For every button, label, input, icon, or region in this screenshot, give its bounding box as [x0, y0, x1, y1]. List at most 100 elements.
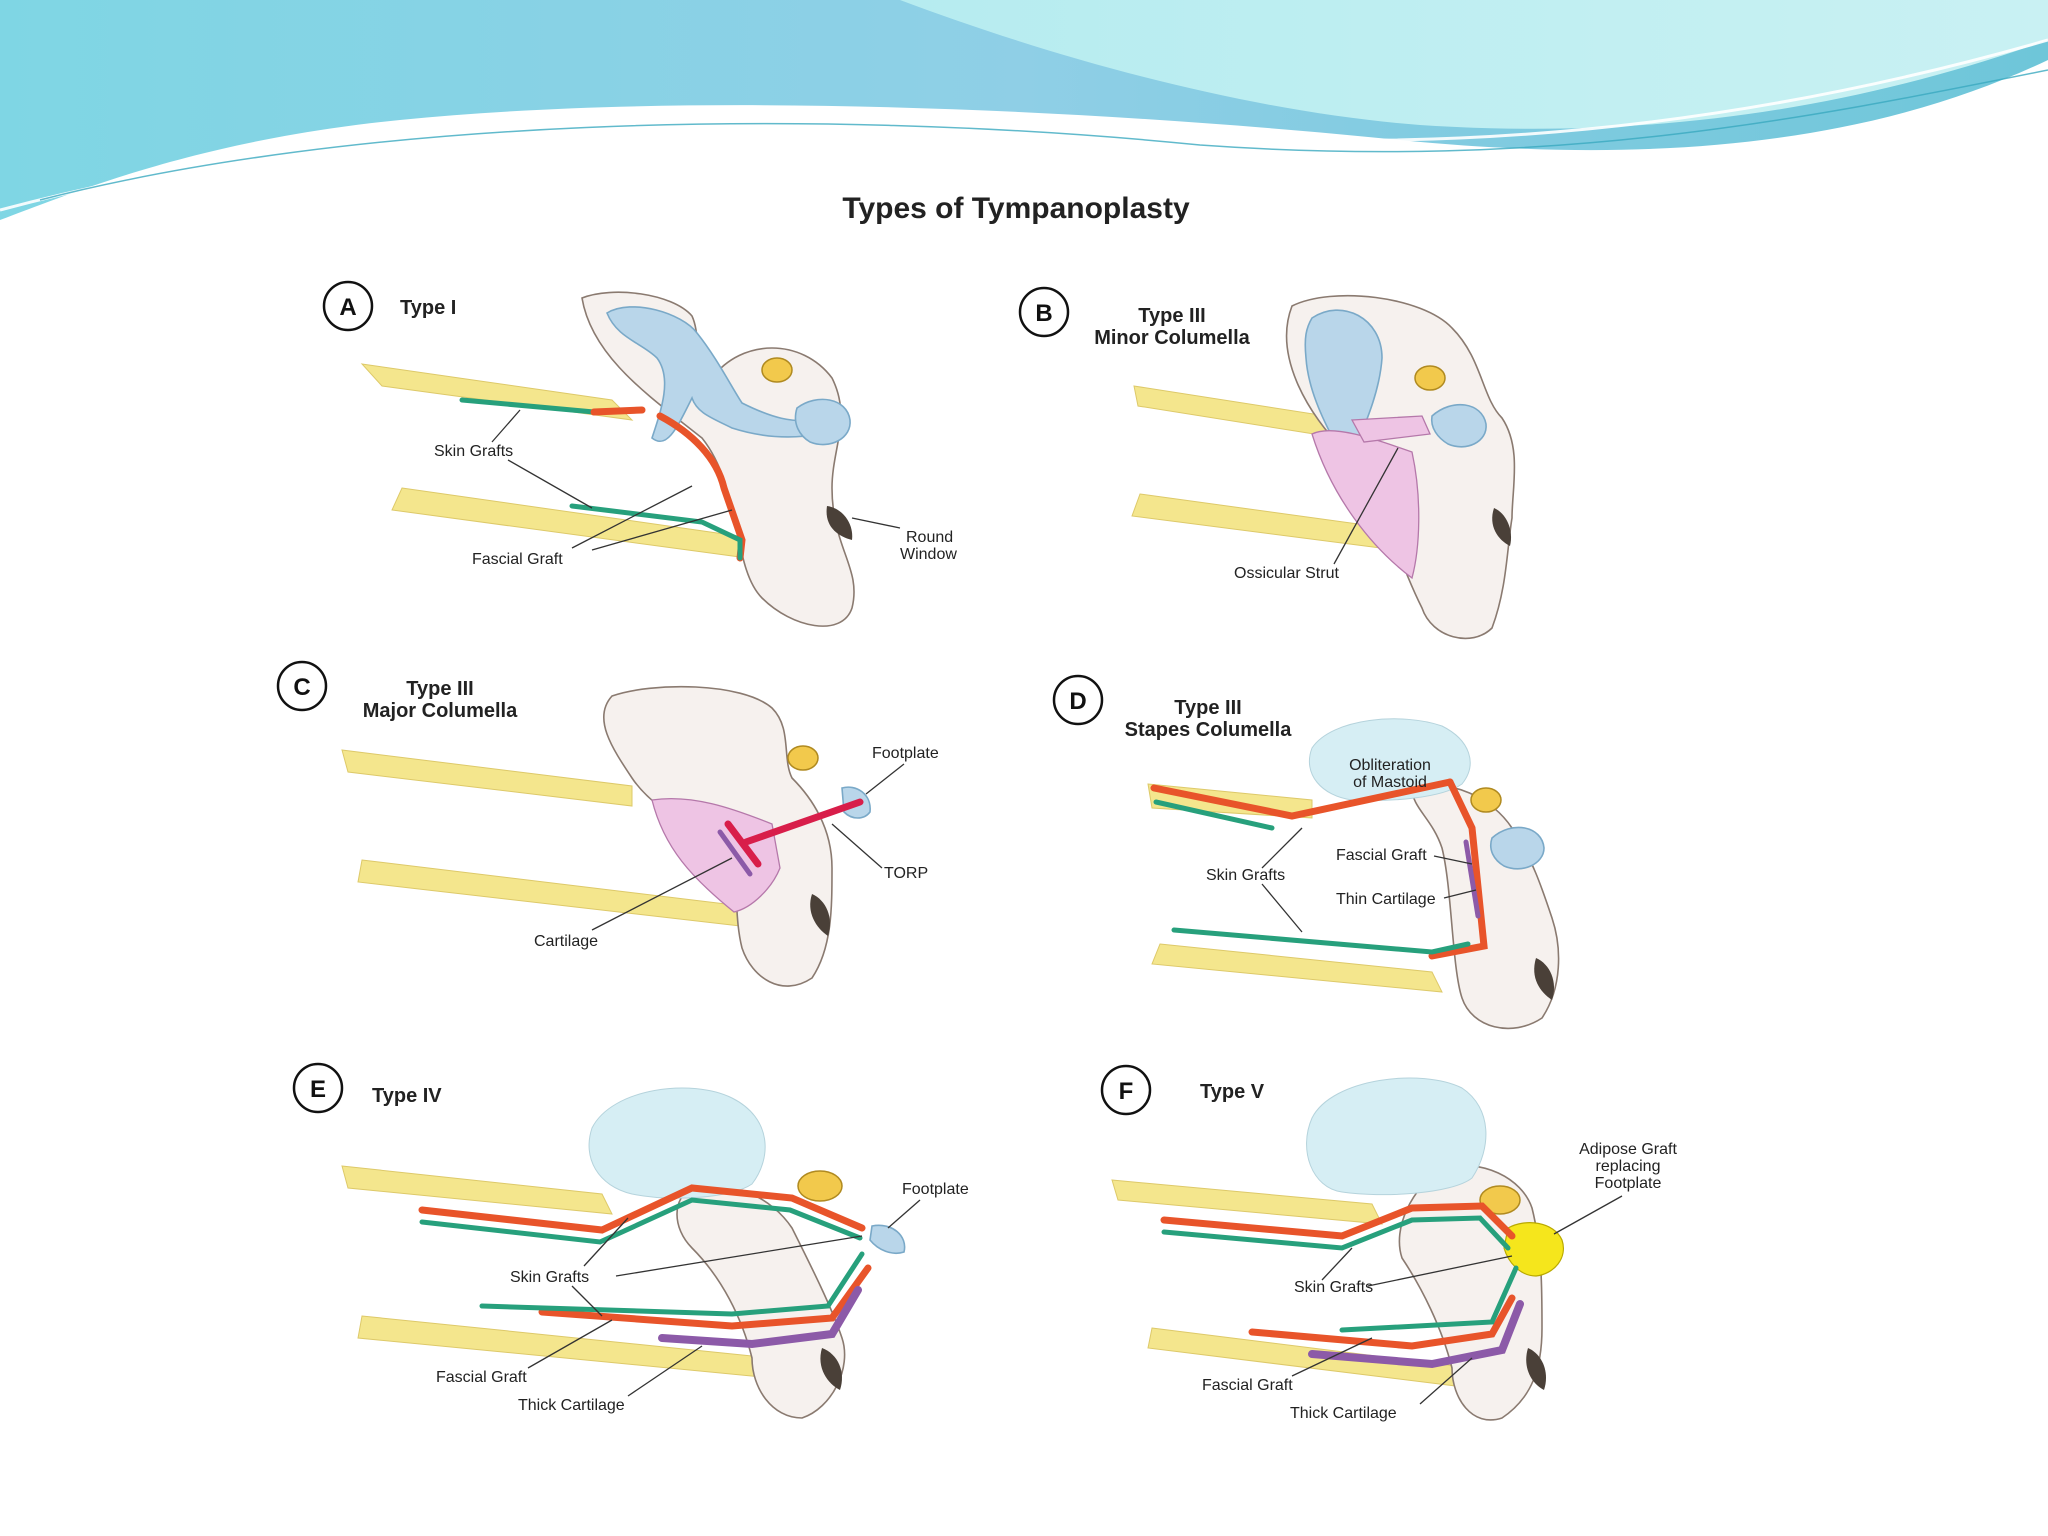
panel-a-label-window: Window [900, 546, 957, 563]
panel-b-letter: B [1035, 300, 1052, 327]
panel-d-label-fascial-graft: Fascial Graft [1336, 847, 1427, 864]
panel-a-round-window-shadow [826, 506, 853, 540]
panel-a-fascial-graft [656, 412, 746, 562]
panel-a-leader-round-window [851, 517, 901, 529]
panel-c-oval-window [787, 745, 819, 771]
panel-f-thick-cartilage [1308, 1300, 1524, 1369]
panel-f: F Type V Adipose Graft replacing Footpla… [1100, 1064, 1677, 1422]
panel-e-skin-graft-upper [419, 1197, 863, 1245]
panel-c-title-line2: Major Columella [363, 700, 518, 722]
panel-a-label-round: Round [906, 529, 953, 546]
panel-b: B Type III Minor Columella Ossicular Str… [1018, 286, 1516, 640]
panel-a-stapes [794, 398, 851, 446]
panel-c-leader-cartilage [591, 857, 733, 931]
panel-f-upper-canal-wall [1111, 1179, 1383, 1225]
panel-e-round-window-shadow [820, 1348, 842, 1390]
banner-wave-light [900, 0, 2048, 129]
panel-f-label-skin-grafts: Skin Grafts [1294, 1279, 1373, 1296]
panel-f-mastoid-obliteration [1306, 1077, 1487, 1196]
header-wave-banner [0, 0, 2048, 220]
panel-d-leader-thin-cartilage [1443, 889, 1477, 899]
panel-f-label-replacing: replacing [1596, 1158, 1661, 1175]
panel-a-leader-fascial-1 [591, 509, 733, 551]
panel-b-leader-ossicular-strut [1333, 447, 1399, 565]
panel-a-title: Type I [400, 297, 456, 319]
panel-d-label-of-mastoid: of Mastoid [1353, 774, 1427, 791]
panel-e-label-thick-cartilage: Thick Cartilage [518, 1397, 625, 1414]
panel-a-oval-window [761, 357, 793, 383]
panel-d-label-thin-cartilage: Thin Cartilage [1336, 891, 1436, 908]
panel-b-title-line1: Type III [1138, 305, 1205, 327]
panel-a-leader-fascial-2 [571, 485, 693, 549]
panel-f-skin-graft-lower [1339, 1265, 1519, 1333]
panel-b-ossicular-strut [1350, 415, 1431, 443]
panel-c-leader-torp [831, 823, 883, 869]
panel-e-leader-thick-cartilage [627, 1345, 703, 1397]
panel-b-oval-window [1414, 365, 1446, 391]
panel-d-skin-graft-upper [1153, 799, 1275, 831]
panel-d-fascial-graft-upper [1150, 778, 1454, 820]
panel-a-leader-skin-2 [507, 459, 593, 509]
panel-f-leader-fascial-graft [1291, 1337, 1373, 1377]
panel-a-upper-canal-wall [360, 363, 634, 421]
panel-c-cartilage [717, 829, 753, 877]
tympanoplasty-figure: Types of Tympanoplasty A Type I Skin Gra… [272, 188, 1746, 1460]
panel-f-adipose-graft [1503, 1222, 1564, 1277]
panel-d-oval-window [1470, 787, 1502, 813]
panel-f-fascial-graft-lower [1248, 1294, 1516, 1350]
panel-e-thick-cartilage [658, 1286, 862, 1349]
panel-d-title-line1: Type III [1174, 697, 1241, 719]
panel-e-temporal-bone [676, 1184, 846, 1419]
panel-e-leader-skin-3 [571, 1285, 603, 1317]
panel-e-leader-skin-2 [615, 1235, 863, 1277]
panel-b-stapes [1430, 403, 1487, 448]
panel-e-label-footplate: Footplate [902, 1181, 969, 1198]
panel-d-stapes [1489, 826, 1545, 870]
panel-e-letter-circle [292, 1062, 344, 1114]
panel-e-skin-graft-lower [479, 1251, 865, 1317]
panel-e-upper-canal-wall [341, 1165, 613, 1215]
panel-e-leader-fascial-graft [527, 1319, 613, 1369]
panel-f-leader-skin-1 [1367, 1255, 1513, 1287]
panel-d-lower-canal-wall [1151, 943, 1443, 993]
panel-f-leader-adipose [1553, 1195, 1623, 1235]
panel-c: C Type III Major Columella Footplate TOR… [276, 660, 939, 987]
panel-d-letter-circle [1052, 674, 1104, 726]
panel-f-label-adipose-graft: Adipose Graft [1579, 1141, 1677, 1158]
panel-d-label-skin-grafts: Skin Grafts [1206, 867, 1285, 884]
panel-c-upper-canal-wall [341, 749, 633, 807]
panel-f-skin-graft-upper [1161, 1215, 1511, 1251]
panel-a: A Type I Skin Grafts Fascial Graft Round… [322, 280, 957, 627]
panel-f-leader-thick-cartilage [1419, 1357, 1473, 1405]
panel-d-skin-graft-lower [1171, 927, 1471, 955]
panel-f-letter-circle [1100, 1064, 1152, 1116]
panel-a-label-skin-grafts: Skin Grafts [434, 443, 513, 460]
panel-d-fascial-graft-vertical [1428, 778, 1488, 960]
banner-swoosh-line-2 [39, 69, 2048, 201]
panel-e-label-fascial-graft: Fascial Graft [436, 1369, 527, 1386]
panel-d-leader-fascial-graft [1433, 855, 1473, 865]
panel-c-tympanic-membrane [651, 797, 781, 913]
panel-a-leader-skin-1 [491, 409, 521, 443]
panel-c-round-window-shadow [810, 894, 831, 936]
panel-d: D Type III Stapes Columella Obliteration… [1052, 674, 1560, 1030]
panel-c-letter: C [293, 674, 310, 701]
panel-d-letter: D [1069, 688, 1086, 715]
panel-c-letter-circle [276, 660, 328, 712]
panel-d-leader-skin-2 [1261, 883, 1303, 933]
panel-d-round-window-shadow [1534, 958, 1555, 1000]
panel-d-title-line2: Stapes Columella [1125, 719, 1293, 741]
panel-e-label-skin-grafts: Skin Grafts [510, 1269, 589, 1286]
panel-b-label-ossicular-strut: Ossicular Strut [1234, 565, 1339, 582]
panel-c-torp-shaft [742, 798, 864, 846]
panel-c-leader-footplate [865, 763, 905, 795]
panel-f-leader-skin-2 [1321, 1247, 1353, 1281]
panel-a-fascial-graft-upper [590, 406, 646, 416]
panel-c-label-torp: TORP [884, 865, 928, 882]
panel-a-label-fascial-graft: Fascial Graft [472, 551, 563, 568]
panel-d-mastoid-obliteration [1308, 718, 1471, 801]
panel-e-fascial-graft-upper [418, 1184, 866, 1234]
panel-d-label-obliteration: Obliteration [1349, 757, 1431, 774]
banner-swoosh-line-1 [0, 38, 2048, 212]
figure-canvas: Types of Tympanoplasty A Type I Skin Gra… [276, 192, 1677, 1422]
